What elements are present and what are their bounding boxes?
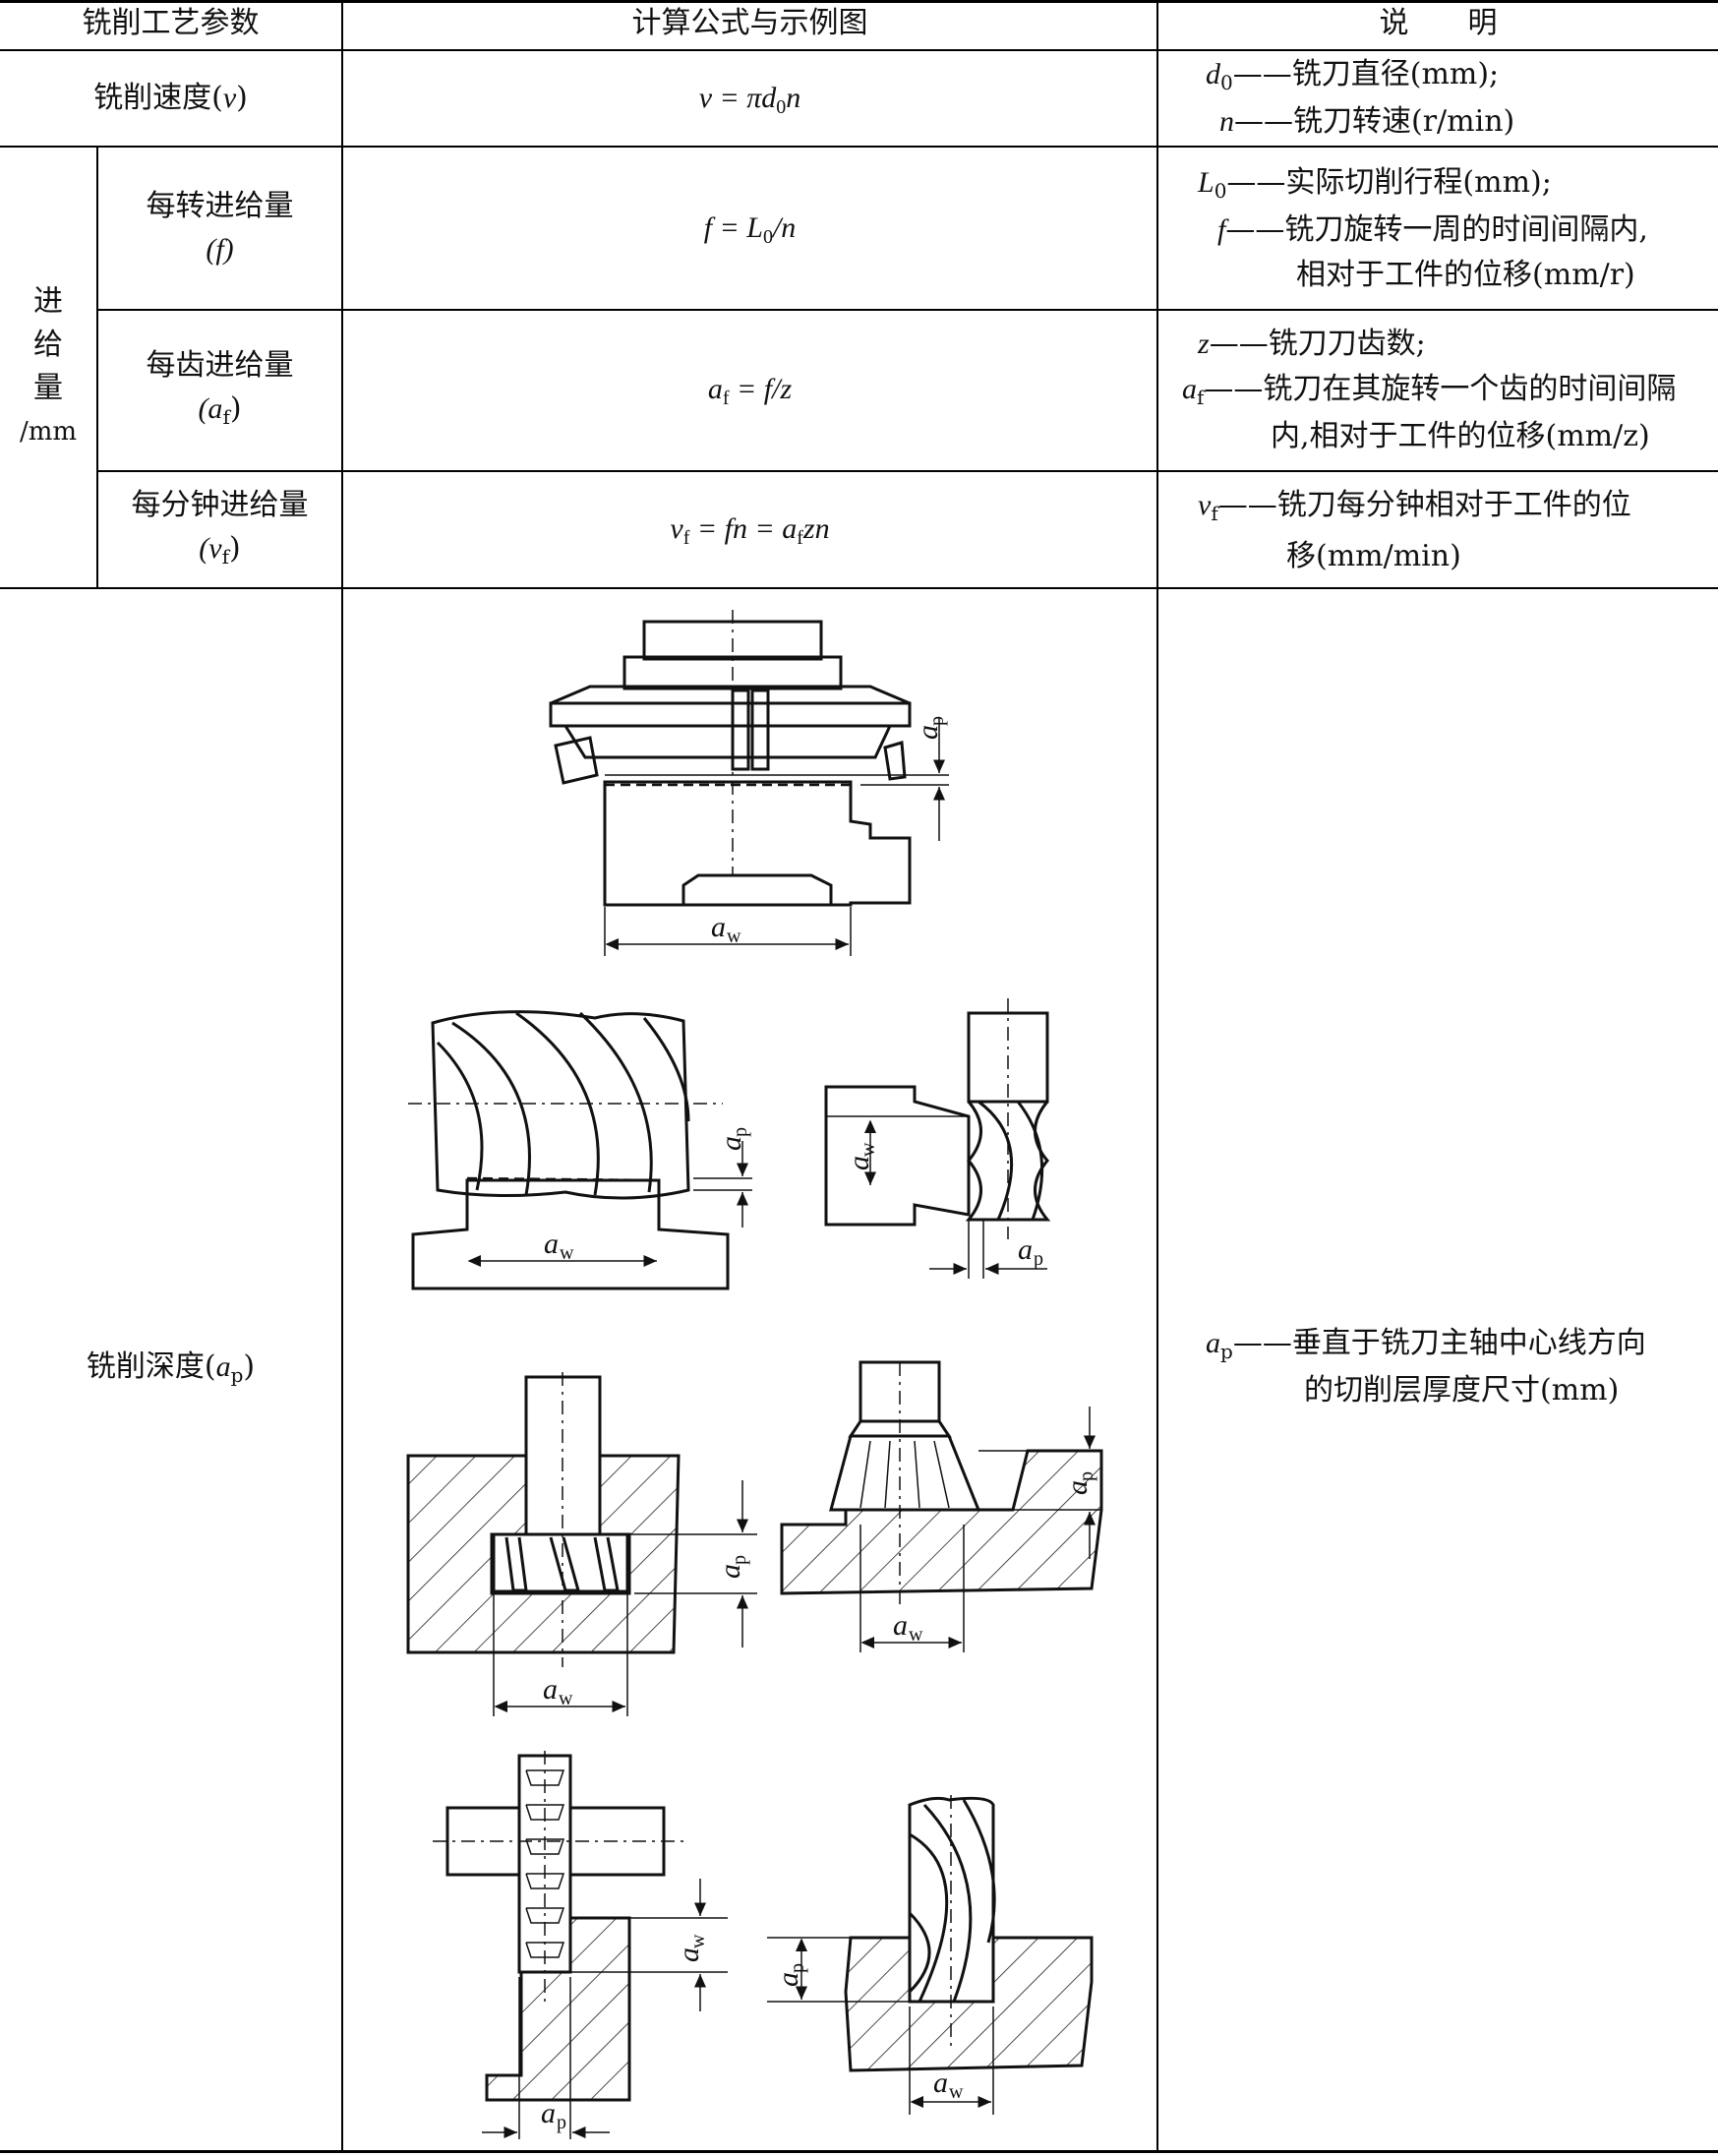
feed-subcol-divider [96, 148, 98, 589]
permin-param: 每分钟进给量 (vf) [131, 488, 309, 569]
col-divider-2 [1156, 0, 1158, 2153]
depth-param: 铣削深度(ap) [86, 1349, 256, 1387]
svg-text:w: w [560, 1242, 574, 1264]
header-param-col: 铣削工艺参数 [82, 6, 260, 40]
row-speed-bottom-border [0, 146, 1718, 148]
svg-text:a: a [933, 2066, 948, 2099]
svg-text:w: w [858, 1142, 879, 1157]
perrev-param: 每转进给量 (f) [146, 189, 294, 266]
depth-desc-line2: 的切削层厚度尺寸(mm) [1304, 1373, 1620, 1407]
svg-text:w: w [949, 2081, 964, 2103]
perrev-desc-line1: L0——实际切削行程(mm); [1198, 165, 1552, 203]
speed-desc-line1: d0——铣刀直径(mm); [1206, 57, 1500, 94]
svg-text:p: p [730, 1127, 751, 1137]
feed-group-label: 进 给 量 /mm [19, 284, 78, 447]
svg-text:p: p [926, 716, 948, 726]
permin-formula: vf = fn = afzn [670, 512, 830, 549]
svg-text:p: p [557, 2112, 566, 2133]
depth-desc-line1: ap——垂直于铣刀主轴中心线方向 [1206, 1326, 1646, 1363]
svg-text:a: a [711, 911, 726, 943]
row-pertooth-bottom-border [96, 470, 1718, 472]
svg-text:a: a [715, 1136, 747, 1151]
pertooth-desc-line2: af——铣刀在其旋转一个齿的时间间隔 [1182, 372, 1677, 409]
pertooth-desc-line1: z——铣刀刀齿数; [1198, 327, 1426, 361]
svg-text:a: a [772, 1972, 804, 1987]
header-bottom-border [0, 49, 1718, 51]
svg-text:a: a [541, 2097, 556, 2129]
speed-formula: v = πd0n [698, 82, 801, 118]
col-divider-1 [341, 0, 343, 2153]
svg-text:a: a [843, 1156, 875, 1170]
svg-text:a: a [543, 1673, 558, 1706]
svg-text:a: a [673, 1947, 705, 1962]
svg-text:a: a [1061, 1480, 1094, 1495]
svg-text:w: w [727, 926, 741, 947]
svg-text:w: w [687, 1934, 709, 1948]
svg-text:a: a [1018, 1233, 1033, 1266]
svg-text:p: p [787, 1963, 808, 1973]
svg-text:p: p [1076, 1471, 1097, 1481]
header-formula-col: 计算公式与示例图 [631, 6, 868, 40]
pertooth-param: 每齿进给量 (af) [146, 348, 294, 429]
svg-text:a: a [893, 1609, 908, 1642]
pertooth-desc-line3: 内,相对于工件的位移(mm/z) [1271, 419, 1650, 453]
perrev-desc-line3: 相对于工件的位移(mm/r) [1296, 258, 1635, 292]
row-feed-bottom-border [0, 587, 1718, 589]
permin-desc-line1: vf——铣刀每分钟相对于工件的位 [1198, 488, 1631, 525]
table-bottom-border [0, 2150, 1718, 2153]
pertooth-formula: af = f/z [707, 373, 793, 409]
svg-text:a: a [544, 1228, 559, 1260]
svg-text:p: p [729, 1555, 750, 1565]
svg-text:a: a [714, 1564, 746, 1579]
svg-text:w: w [559, 1688, 573, 1709]
speed-param: 铣削速度(v) [93, 81, 248, 115]
svg-text:p: p [1034, 1248, 1043, 1270]
perrev-desc-line2: f——铣刀旋转一周的时间间隔内, [1217, 212, 1648, 247]
svg-text:a: a [912, 725, 944, 740]
table-top-border [0, 0, 1718, 3]
perrev-formula: f = L0/n [703, 211, 797, 248]
row-perrev-bottom-border [96, 309, 1718, 311]
header-desc-col: 说 明 [1379, 6, 1498, 40]
permin-desc-line2: 移(mm/min) [1286, 539, 1461, 573]
svg-text:w: w [909, 1624, 923, 1646]
speed-desc-line2: n——铣刀转速(r/min) [1219, 104, 1515, 139]
